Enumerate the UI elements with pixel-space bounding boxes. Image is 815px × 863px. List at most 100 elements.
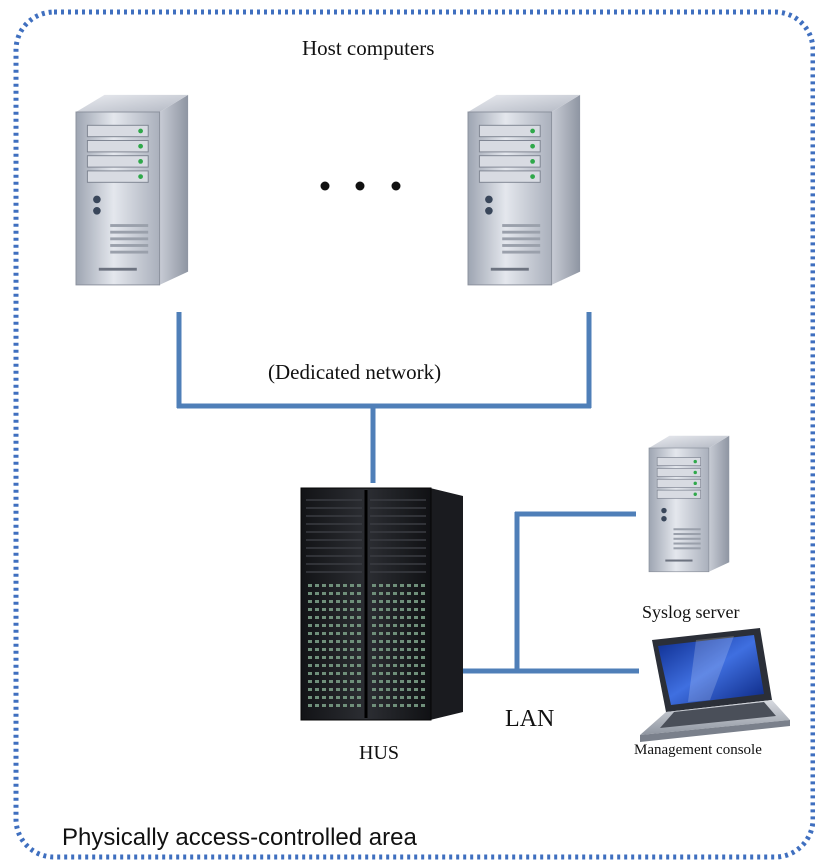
drive-slot [407, 600, 411, 603]
drive-slot [343, 648, 347, 651]
drive-slot [372, 592, 376, 595]
drive-slot [407, 608, 411, 611]
drive-slot [400, 632, 404, 635]
drive-slot [329, 704, 333, 707]
syslog-server [648, 435, 730, 573]
drive-slot [322, 688, 326, 691]
drive-slot [315, 608, 319, 611]
drive-slot [322, 584, 326, 587]
drive-slot [414, 640, 418, 643]
drive-slot [393, 664, 397, 667]
drive-slot [315, 672, 319, 675]
drive-slot [414, 592, 418, 595]
syslog-server-label: Syslog server [642, 602, 740, 622]
lan-label: LAN [505, 706, 555, 732]
drive-slot [343, 616, 347, 619]
hus-label: HUS [359, 742, 400, 764]
drive-slot [308, 616, 312, 619]
drive-slot [322, 624, 326, 627]
drive-slot [343, 672, 347, 675]
drive-slot [357, 688, 361, 691]
drive-slot [336, 600, 340, 603]
drive-slot [343, 608, 347, 611]
drive-slot [343, 592, 347, 595]
drive-slot [308, 648, 312, 651]
drive-slot [393, 688, 397, 691]
drive-slot [421, 592, 425, 595]
drive-slot [393, 584, 397, 587]
drive-slot [329, 600, 333, 603]
drive-slot [329, 680, 333, 683]
drive-slot [322, 632, 326, 635]
drive-slot [357, 632, 361, 635]
drive-slot [386, 608, 390, 611]
drive-slot [421, 632, 425, 635]
drive-slot [372, 688, 376, 691]
drive-slot [350, 672, 354, 675]
drive-slot [421, 648, 425, 651]
drive-slot [336, 584, 340, 587]
drive-slot [372, 616, 376, 619]
storage-rack [300, 487, 463, 721]
drive-slot [407, 584, 411, 587]
drive-slot [343, 600, 347, 603]
drive-slot [315, 632, 319, 635]
drive-slot [322, 696, 326, 699]
drive-slot [350, 656, 354, 659]
drive-slot [308, 592, 312, 595]
drive-slot [414, 600, 418, 603]
management-console-laptop [640, 628, 790, 742]
drive-slot [350, 600, 354, 603]
drive-slot [386, 696, 390, 699]
drive-slot [379, 592, 383, 595]
drive-slot [315, 688, 319, 691]
drive-slot [393, 592, 397, 595]
drive-slot [379, 656, 383, 659]
drive-slot [414, 696, 418, 699]
drive-slot [386, 616, 390, 619]
drive-slot [407, 696, 411, 699]
drive-slot [315, 592, 319, 595]
drive-slot [421, 656, 425, 659]
host-computer-right [467, 94, 581, 286]
drive-slot [322, 704, 326, 707]
drive-slot [315, 656, 319, 659]
drive-slot [400, 680, 404, 683]
drive-slot [421, 696, 425, 699]
drive-slot [343, 632, 347, 635]
drive-slot [308, 624, 312, 627]
drive-slot [393, 680, 397, 683]
drive-slot [379, 640, 383, 643]
drive-slot [329, 640, 333, 643]
drive-slot [322, 608, 326, 611]
ellipsis-dots [320, 181, 401, 191]
drive-slot [421, 704, 425, 707]
drive-slot [386, 664, 390, 667]
drive-slot [357, 680, 361, 683]
drive-slot [357, 656, 361, 659]
drive-slot [407, 680, 411, 683]
drive-slot [400, 584, 404, 587]
drive-slot [350, 632, 354, 635]
drive-slot [400, 648, 404, 651]
drive-slot [336, 608, 340, 611]
drive-slot [407, 672, 411, 675]
drive-slot [336, 640, 340, 643]
drive-slot [414, 632, 418, 635]
drive-slot [393, 632, 397, 635]
drive-slot [329, 632, 333, 635]
drive-slot [322, 664, 326, 667]
drive-slot [343, 696, 347, 699]
drive-slot [407, 688, 411, 691]
drive-slot [350, 680, 354, 683]
lan-lines [462, 511, 639, 674]
drive-slot [343, 624, 347, 627]
drive-slot [414, 680, 418, 683]
drive-slot [315, 624, 319, 627]
drive-slot [407, 664, 411, 667]
drive-slot [315, 600, 319, 603]
drive-slot [350, 688, 354, 691]
drive-slot [414, 664, 418, 667]
drive-slot [407, 616, 411, 619]
drive-slot [357, 672, 361, 675]
